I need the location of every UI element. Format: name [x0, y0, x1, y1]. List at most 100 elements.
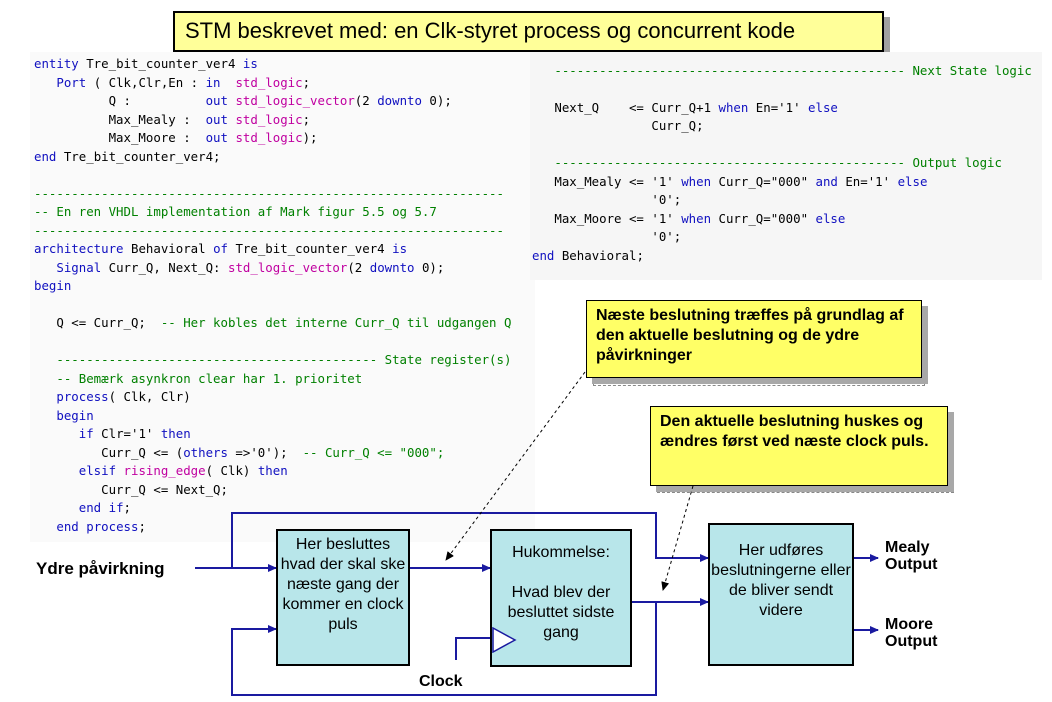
code-token: Max_Moore : [34, 130, 206, 145]
code-token: Q : [34, 93, 206, 108]
code-token: Behavioral; [554, 247, 644, 263]
code-token: when [718, 99, 749, 115]
code-token: ----------------------------------------… [532, 155, 1002, 170]
code-token: and [815, 173, 838, 189]
code-token: En='1' [748, 99, 809, 115]
moore-output-label-line1: Moore [885, 616, 933, 633]
code-line: Q <= Curr_Q; -- Her kobles det interne C… [34, 314, 511, 333]
code-token: ); [302, 130, 318, 145]
block-output-logic-text: Her udføres beslutningerne eller de bliv… [711, 542, 851, 619]
code-token: downto [369, 259, 415, 275]
code-token: else [897, 173, 928, 189]
code-token: Curr_Q="000" [711, 173, 816, 189]
code-token: else [815, 210, 846, 226]
pointer-note-to-memory [661, 485, 694, 591]
code-line: Max_Moore <= '1' when Curr_Q="000" else [532, 210, 1032, 229]
code-token: elsif [78, 463, 117, 478]
input-label: Ydre påvirkning [36, 559, 165, 578]
code-token: end [34, 148, 57, 164]
code-token: end if [78, 500, 124, 515]
code-token: ----------------------------------------… [34, 222, 504, 238]
wire-clock [455, 637, 490, 660]
code-line: Max_Mealy : out std_logic; [34, 111, 511, 130]
note-current-decision: Den aktuelle beslutning huskes og ændres… [650, 406, 948, 486]
page-title: STM beskrevet med: en Clk-styret process… [185, 18, 796, 43]
code-line: Q : out std_logic_vector(2 downto 0); [34, 92, 511, 111]
moore-output-label-line2: Output [885, 633, 938, 650]
clock-triangle-icon [492, 627, 517, 653]
code-token: (2 [347, 259, 370, 275]
code-line: Max_Mealy <= '1' when Curr_Q="000" and E… [532, 173, 1032, 192]
code-token: Curr_Q <= Next_Q; [34, 481, 228, 497]
code-token: out [205, 93, 228, 108]
code-token: rising_edge [123, 463, 206, 478]
code-token: ; [302, 74, 311, 90]
code-line: if Clr='1' then [34, 425, 511, 444]
code-listing-left-background [30, 52, 535, 542]
code-token: is [392, 241, 408, 256]
code-token: then [257, 463, 288, 478]
code-token: Max_Moore <= '1' [532, 210, 682, 226]
code-token: 0); [421, 93, 452, 108]
code-token: Signal [56, 259, 102, 275]
code-token: Clr='1' [93, 426, 161, 441]
block-next-state-logic: Her besluttes hvad der skal ske næste ga… [276, 529, 410, 666]
block-next-state-logic-text: Her besluttes hvad der skal ske næste ga… [280, 536, 406, 633]
code-token: -- En ren VHDL implementation af Mark fi… [34, 204, 437, 219]
code-token: ----------------------------------------… [34, 185, 504, 201]
code-line: end Behavioral; [532, 247, 1032, 266]
code-line: entity Tre_bit_counter_ver4 is [34, 55, 511, 74]
code-token: ; [123, 500, 131, 515]
code-token: Curr_Q="000" [711, 210, 816, 226]
block-state-memory: Hukommelse: Hvad blev der besluttet sids… [490, 529, 632, 667]
code-token: std_logic_vector [227, 259, 348, 275]
code-line: Curr_Q; [532, 117, 1032, 136]
code-line: ----------------------------------------… [34, 351, 511, 370]
block-memory-title: Hukommelse: [512, 544, 610, 561]
code-line: '0'; [532, 228, 1032, 247]
code-token: Port [56, 74, 87, 90]
code-token: Next_Q <= Curr_Q+1 [532, 99, 719, 115]
note-next-decision-text: Næste beslutning træffes på grundlag af … [596, 307, 904, 364]
code-token: ( Clk) [205, 463, 258, 478]
code-token: entity [34, 56, 79, 71]
code-line: Port ( Clk,Clr,En : in std_logic; [34, 74, 511, 93]
code-line: Curr_Q <= Next_Q; [34, 481, 511, 500]
code-token: others [183, 444, 228, 460]
code-token: 0); [414, 259, 445, 275]
code-token: when [681, 210, 712, 226]
code-line: begin [34, 407, 511, 426]
code-token: ----------------------------------------… [532, 62, 1032, 78]
code-line: end process; [34, 518, 511, 537]
clock-label: Clock [419, 673, 463, 690]
block-memory-text: Hvad blev der besluttet sidste gang [507, 584, 615, 641]
code-token: when [681, 173, 712, 189]
code-token: -- Her kobles det interne Curr_Q til udg… [160, 315, 512, 330]
code-token: Behavioral [123, 241, 214, 256]
note-next-decision: Næste beslutning træffes på grundlag af … [586, 300, 922, 378]
code-token: begin [34, 278, 72, 293]
code-line: -- En ren VHDL implementation af Mark fi… [34, 203, 511, 222]
code-token: ( Clk, Clr) [108, 389, 191, 404]
code-token: end process [56, 518, 139, 534]
code-token: Max_Mealy <= '1' [532, 173, 682, 189]
code-token: Tre_bit_counter_ver4; [56, 148, 221, 164]
wire-feedback-to-decide [231, 602, 657, 696]
code-line: ----------------------------------------… [532, 62, 1032, 81]
code-token: process [56, 389, 109, 404]
code-token: std_logic_vector [235, 93, 355, 108]
code-line: elsif rising_edge( Clk) then [34, 462, 511, 481]
code-token: -- Curr_Q <= "000"; [302, 444, 445, 460]
code-token: Curr_Q, Next_Q: [101, 259, 228, 275]
mealy-output-label-line2: Output [885, 556, 938, 573]
code-token: En='1' [837, 173, 898, 189]
code-line: process( Clk, Clr) [34, 388, 511, 407]
code-token: out [205, 130, 228, 145]
code-token: ; [138, 518, 146, 534]
code-line: begin [34, 277, 511, 296]
code-line: '0'; [532, 191, 1032, 210]
code-token: =>'0'); [227, 444, 303, 460]
code-line: Max_Moore : out std_logic); [34, 129, 511, 148]
code-line: Signal Curr_Q, Next_Q: std_logic_vector(… [34, 259, 511, 278]
